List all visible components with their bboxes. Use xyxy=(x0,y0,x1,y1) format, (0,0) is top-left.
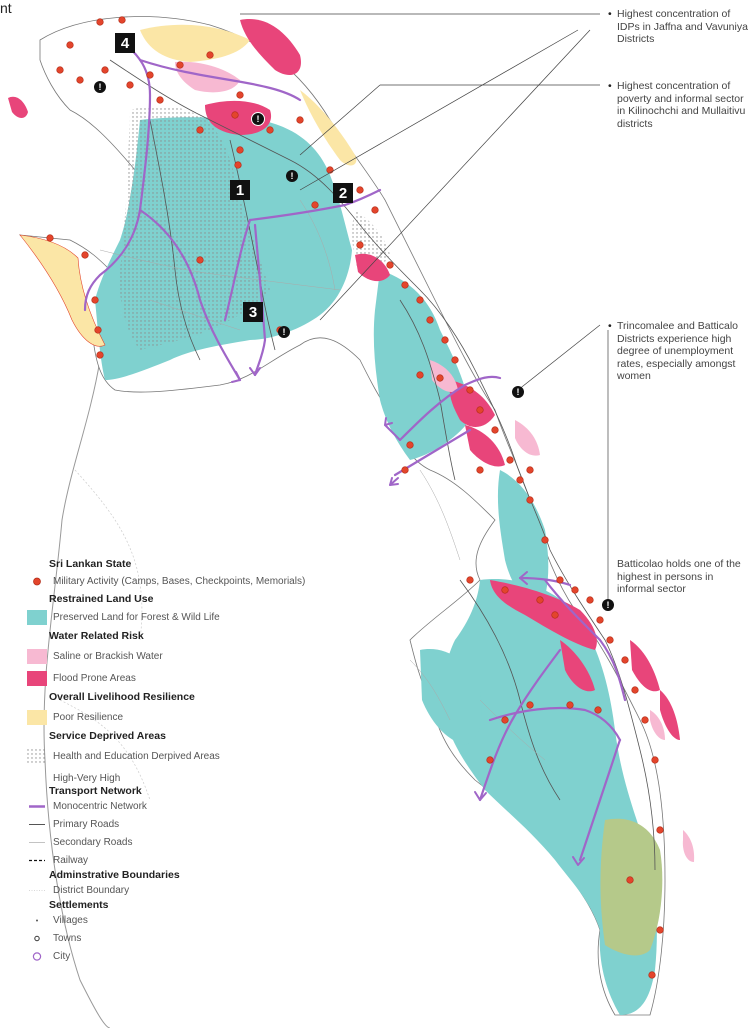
empty-swatch xyxy=(27,771,47,786)
saline-east-2 xyxy=(515,420,540,456)
alert-icon: ! xyxy=(278,326,290,338)
boundary-icon xyxy=(29,889,45,891)
legend-item-district-boundary: District Boundary xyxy=(27,881,327,899)
legend-heading: Sri Lankan State xyxy=(49,558,132,570)
legend-item-railway: Railway xyxy=(27,851,327,869)
secondary-road-icon xyxy=(29,841,45,843)
military-activity-points xyxy=(46,16,664,979)
legend-section-land-use: Restrained Land Use Preserved Land for F… xyxy=(27,593,327,627)
legend-section-state: Sri Lankan State Military Activity (Camp… xyxy=(27,558,327,590)
legend-item-forest: Preserved Land for Forest & Wild Life xyxy=(27,607,327,627)
legend-heading: Restrained Land Use xyxy=(49,593,154,605)
marker-4: 4 xyxy=(115,33,135,53)
legend-heading: Service Deprived Areas xyxy=(49,730,166,742)
alert-icon: ! xyxy=(512,386,524,398)
map-legend: Sri Lankan State Military Activity (Camp… xyxy=(27,558,327,965)
legend-item-military: Military Activity (Camps, Bases, Checkpo… xyxy=(27,572,327,590)
town-icon xyxy=(34,935,40,941)
marker-1: 1 xyxy=(230,180,250,200)
alert-icon: ! xyxy=(94,81,106,93)
saline-east-1 xyxy=(430,360,458,392)
cropped-title-fragment: nt xyxy=(0,0,12,16)
west-district-boundary xyxy=(59,469,151,801)
flood-batticaloa xyxy=(490,580,597,650)
legend-item-service-deprived: Health and Education Derpived Areas xyxy=(27,745,327,767)
flood-islet xyxy=(8,96,28,118)
legend-section-transport: Transport Network Monocentric Network Pr… xyxy=(27,785,327,869)
marker-2: 2 xyxy=(333,183,353,203)
flood-south-1 xyxy=(560,640,595,692)
legend-item-city: City xyxy=(27,947,327,965)
secondary-roads xyxy=(99,199,546,761)
stipple-swatch-icon xyxy=(27,748,47,764)
legend-section-resilience: Overall Livelihood Resilience Poor Resil… xyxy=(27,691,327,728)
legend-section-settlements: Settlements Villages Towns City xyxy=(27,899,327,965)
flood-east-3 xyxy=(465,425,505,467)
forest-east-2 xyxy=(497,470,549,610)
legend-section-service: Service Deprived Areas Health and Educat… xyxy=(27,730,327,789)
legend-heading: Settlements xyxy=(49,899,109,911)
forest-swatch xyxy=(27,609,47,625)
alert-icon: ! xyxy=(602,599,614,611)
saline-east-3 xyxy=(650,710,665,740)
flood-east-2 xyxy=(449,380,495,427)
network-arrows xyxy=(231,367,585,866)
legend-item-villages: Villages xyxy=(27,911,327,929)
legend-item-poor-resilience: Poor Resilience xyxy=(27,706,327,728)
legend-heading: Adminstrative Boundaries xyxy=(49,869,180,881)
legend-item-primary-roads: Primary Roads xyxy=(27,815,327,833)
alert-icon: ! xyxy=(286,170,298,182)
alert-icon: ! xyxy=(251,112,265,126)
legend-item-flood: Flood Prone Areas xyxy=(27,667,327,689)
legend-heading: Water Related Risk xyxy=(49,630,144,642)
flood-swatch xyxy=(27,670,47,686)
railway-icon xyxy=(29,859,45,861)
forest-east-1 xyxy=(373,270,470,460)
annotation-leader-lines xyxy=(240,13,609,600)
primary-road-icon xyxy=(29,823,45,825)
poor-resilience-west xyxy=(19,234,106,347)
legend-section-water: Water Related Risk Saline or Brackish Wa… xyxy=(27,630,327,689)
west-coastline xyxy=(43,359,111,1028)
flood-north xyxy=(205,100,272,135)
village-icon xyxy=(36,919,38,921)
legend-item-high-very-high: High-Very High xyxy=(27,767,327,789)
marker-3: 3 xyxy=(243,302,263,322)
legend-section-boundaries: Adminstrative Boundaries District Bounda… xyxy=(27,869,327,899)
legend-item-towns: Towns xyxy=(27,929,327,947)
saline-south xyxy=(682,830,695,862)
legend-item-saline: Saline or Brackish Water xyxy=(27,645,327,667)
forest-southwest xyxy=(420,649,482,745)
flood-south-2 xyxy=(630,640,660,692)
flood-south-3 xyxy=(660,690,680,740)
poor-resilience-north xyxy=(140,24,250,62)
legend-heading: Overall Livelihood Resilience xyxy=(49,691,195,703)
legend-item-monocentric: Monocentric Network xyxy=(27,797,327,815)
poor-resilience-swatch xyxy=(27,709,47,725)
flood-east-1 xyxy=(355,253,390,282)
poor-resilience-east xyxy=(300,90,357,166)
city-icon xyxy=(32,951,42,961)
legend-item-secondary-roads: Secondary Roads xyxy=(27,833,327,851)
purple-line-icon xyxy=(29,804,45,808)
legend-heading: Transport Network xyxy=(49,785,142,797)
primary-roads xyxy=(109,59,656,871)
flood-lagoon-north xyxy=(240,19,301,75)
saline-swatch xyxy=(27,648,47,664)
park-southeast xyxy=(600,818,663,956)
military-dot-icon xyxy=(33,577,41,585)
